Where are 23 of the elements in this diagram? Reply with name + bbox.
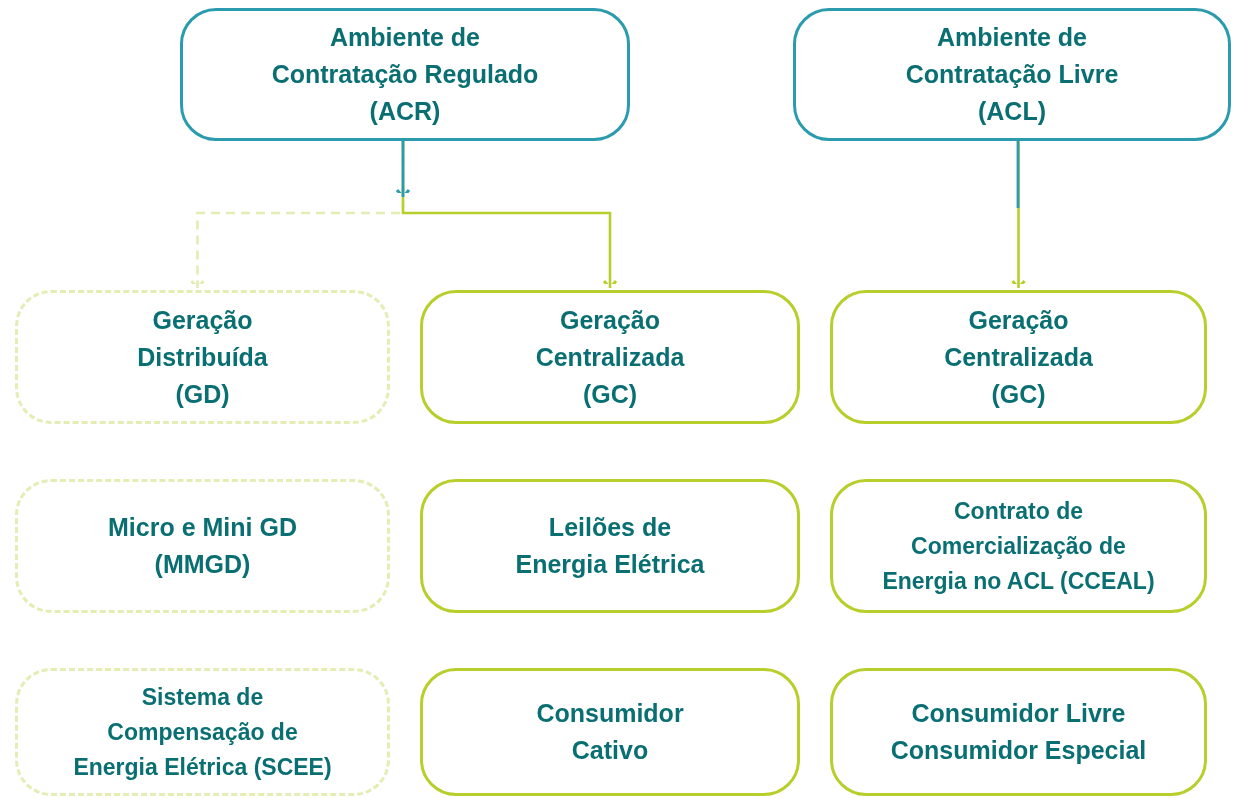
rounded-box bbox=[830, 479, 1207, 613]
box-label: Leilões de Energia Elétrica bbox=[514, 512, 706, 580]
rounded-box bbox=[420, 290, 800, 424]
box-label: Micro e Mini GD (MMGD) bbox=[107, 512, 298, 580]
box-label: Ambiente de Contratação Livre (ACL) bbox=[904, 22, 1120, 127]
rounded-box bbox=[420, 479, 800, 613]
dashed-rounded-box bbox=[15, 668, 390, 796]
arrow bbox=[1011, 141, 1026, 290]
rounded-box bbox=[420, 668, 800, 796]
box-label: Geração Centralizada (GC) bbox=[534, 304, 686, 410]
box-label: Contrato de Comercialização de Energia no ACL (CCEAL) bbox=[881, 496, 1156, 596]
rounded-box bbox=[830, 290, 1207, 424]
box-label: Consumidor Livre Consumidor Especial bbox=[889, 698, 1148, 766]
rounded-box bbox=[180, 8, 630, 141]
box-label: Consumidor Cativo bbox=[535, 698, 685, 766]
dashed-rounded-box bbox=[15, 479, 390, 613]
box-label: Geração Centralizada (GC) bbox=[943, 304, 1094, 410]
rounded-box bbox=[830, 668, 1207, 796]
box-label: Geração Distribuída (GD) bbox=[136, 304, 269, 410]
dashed-rounded-box bbox=[15, 290, 390, 424]
box-label: Ambiente de Contratação Regulado (ACR) bbox=[270, 22, 540, 127]
box-label: Sistema de Compensação de Energia Elétrica (SCEE) bbox=[72, 682, 333, 782]
rounded-box bbox=[793, 8, 1231, 141]
